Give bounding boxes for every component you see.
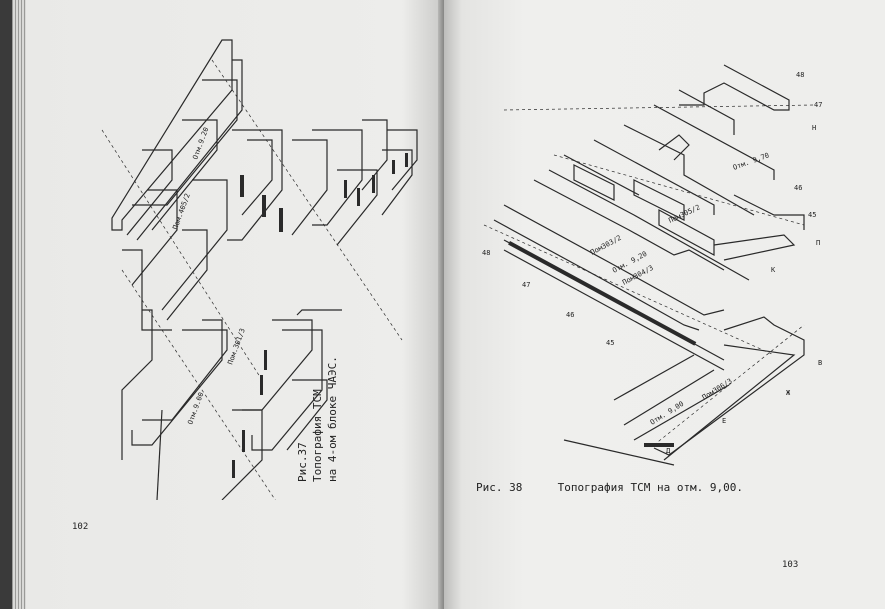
figure-37-caption-line2: на 4-ом блоке ЧАЭС. bbox=[326, 356, 339, 482]
axis-46: 46 bbox=[794, 184, 802, 192]
label-room-306: Пом306/3 bbox=[701, 377, 734, 402]
axis-45b: 45 bbox=[606, 339, 614, 347]
axis-47: 47 bbox=[814, 101, 822, 109]
page-number-left: 102 bbox=[72, 522, 89, 532]
figure-37-caption: Рис.37 Топография ТСМ на 4-ом блоке ЧАЭС… bbox=[295, 356, 340, 482]
left-page: Пом.405/2 Отм.9.20 Отм.9.00 Пом.301/3 Ри… bbox=[12, 0, 444, 609]
left-label-1: Пом.405/2 bbox=[171, 192, 191, 230]
figure-38-caption-text: Топография ТСМ на отм. 9,00. bbox=[557, 481, 744, 494]
axis-n: Н bbox=[812, 124, 816, 132]
label-room-303: Пом303/2 bbox=[589, 234, 623, 257]
figure-38-number: Рис. 38 bbox=[476, 481, 523, 494]
axis-46b: 46 bbox=[566, 311, 574, 319]
axis-zh: Ж bbox=[786, 389, 791, 397]
figure-37-drawing: Пом.405/2 Отм.9.20 Отм.9.00 Пом.301/3 bbox=[101, 39, 418, 500]
axis-k: К bbox=[771, 266, 776, 274]
axis-v: В bbox=[818, 359, 822, 367]
page-number-right: 103 bbox=[782, 560, 799, 570]
figure-37-caption-line1: Топография ТСМ bbox=[311, 389, 324, 482]
axis-e: Е bbox=[722, 417, 726, 425]
figure-38-drawing: Пом305/2 Отм. 9,70 Пом303/2 Отм. 9,20 По… bbox=[482, 64, 822, 466]
axis-p: П bbox=[816, 239, 820, 247]
axis-d: Д bbox=[666, 447, 671, 455]
figure-38-caption: Рис. 38 Топография ТСМ на отм. 9,00. bbox=[476, 481, 743, 494]
axis-47b: 47 bbox=[522, 281, 530, 289]
right-page: Пом305/2 Отм. 9,70 Пом303/2 Отм. 9,20 По… bbox=[444, 0, 885, 609]
page-stack-edge bbox=[12, 0, 26, 609]
label-mark-970: Отм. 9,70 bbox=[732, 151, 770, 171]
axis-48: 48 bbox=[796, 71, 804, 79]
left-label-3: Отм.9.00 bbox=[186, 391, 205, 425]
axis-45: 45 bbox=[808, 211, 816, 219]
figure-37-number: Рис.37 bbox=[296, 442, 309, 482]
left-label-4: Пом.301/3 bbox=[226, 327, 246, 365]
axis-48b: 48 bbox=[482, 249, 490, 257]
